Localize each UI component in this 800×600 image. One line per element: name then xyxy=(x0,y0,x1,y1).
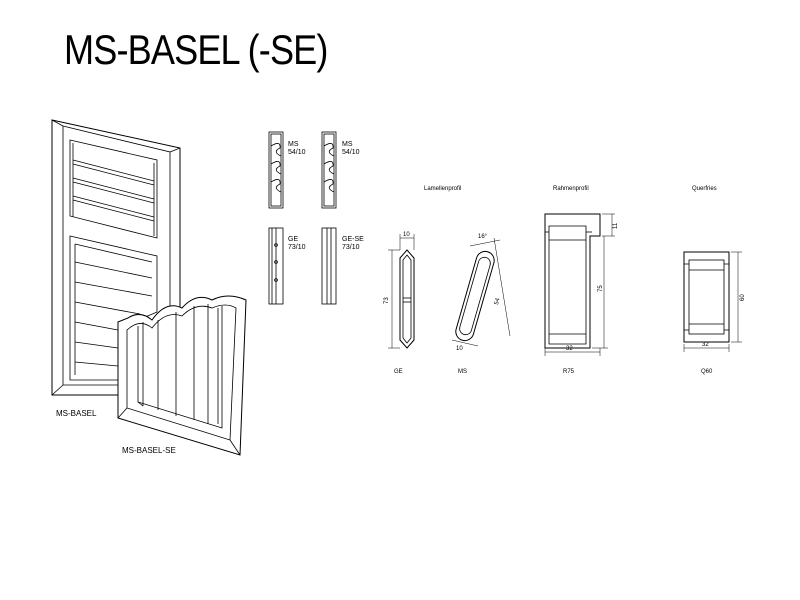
slat-sample-ge-drawing xyxy=(268,227,284,305)
profile-ge-drawing xyxy=(388,234,415,349)
q60-width-dim: 32 xyxy=(702,342,709,348)
slat-sample-ms-2-drawing xyxy=(321,131,337,209)
page-title: MS-BASEL (-SE) xyxy=(64,26,328,73)
slat-sample-ge-se-drawing xyxy=(321,227,337,305)
r75-width-dim: 32 xyxy=(566,346,573,352)
slat-sample-label: MS 54/10 xyxy=(342,141,360,156)
slat-sample-ms-1-drawing xyxy=(268,131,284,209)
section-querfries: Querfries xyxy=(692,186,717,192)
ge-height-dim: 73 xyxy=(384,297,390,304)
profile-q60-drawing xyxy=(683,251,742,352)
r75-top-dim: 11 xyxy=(613,222,619,229)
r75-height-dim: 75 xyxy=(598,285,604,292)
slat-sample-label: GE 73/10 xyxy=(288,236,306,251)
profile-q60-label: Q60 xyxy=(701,369,713,375)
slat-sample-label: MS 54/10 xyxy=(288,141,306,156)
slat-sample-label: GE-SE 73/10 xyxy=(342,236,364,251)
profile-r75-label: R75 xyxy=(563,369,575,375)
door-ms-basel-label: MS-BASEL xyxy=(56,409,97,418)
ms-length-dim: 54 xyxy=(494,297,501,305)
profile-ge-label: GE xyxy=(394,369,403,375)
section-lamellenprofil: Lamellenprofil xyxy=(424,186,462,192)
door-ms-basel-se-label: MS-BASEL-SE xyxy=(122,446,176,455)
ms-width-dim: 10 xyxy=(456,346,463,352)
door-ms-basel-se-drawing xyxy=(117,295,247,456)
q60-height-dim: 60 xyxy=(740,294,746,301)
section-rahmenprofil: Rahmenprofil xyxy=(553,186,589,192)
profile-r75-drawing xyxy=(544,213,615,356)
ms-angle-dim: 16° xyxy=(478,234,488,240)
ge-width-dim: 10 xyxy=(403,232,410,238)
profile-ms-label: MS xyxy=(458,369,467,375)
profile-ms-drawing xyxy=(451,237,511,347)
